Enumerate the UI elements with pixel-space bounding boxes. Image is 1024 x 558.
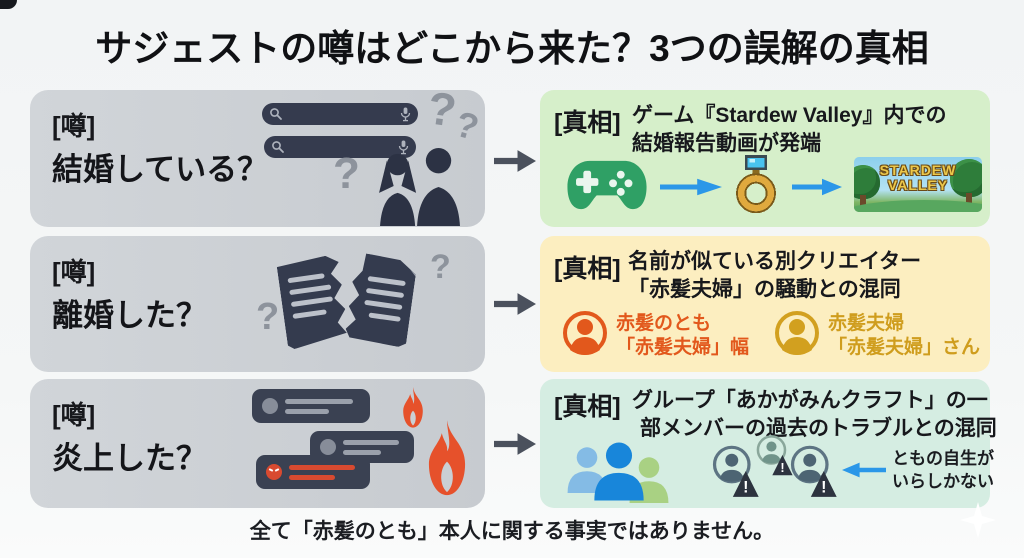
row-marriage: [噂] 結婚している？ [0,81,1024,227]
search-bar [262,103,418,125]
right-arrow-icon [494,150,536,172]
warning-avatar-icon: ! [756,435,793,476]
rumor-tag: [噂] [52,111,96,141]
svg-text:!: ! [780,461,784,475]
search-icon [270,108,282,120]
truth-text: 部メンバーの過去のトラブルとの混同 [640,417,997,440]
rumor-question: 離婚した？ [52,298,207,333]
corner-decoration [0,0,17,9]
note-text: ともの自生が いらしかない [892,449,994,491]
creator-avatar-icon [563,311,607,355]
rumor-tag: [噂] [52,400,96,430]
svg-text:!: ! [821,479,826,497]
truth-box-flame: [真相] グループ「あかがみんクラフト」の一 部メンバーの過去のトラブルとの混同… [540,379,997,508]
right-arrow-icon [494,433,536,455]
chat-bubble-icon [252,389,370,423]
rumor-box-flame: [噂] 炎上した？ [30,379,485,508]
angry-chat-bubble-icon [256,455,370,489]
microphone-icon [400,107,411,121]
creator-handle: 「赤髪夫婦」さん [828,337,981,358]
group-member-icon [594,442,644,501]
right-arrow-icon [660,178,722,196]
truth-box-divorce: [真相] 名前が似ている別クリエイター 「赤髪夫婦」の騒動との混同 赤髪のとも … [540,236,990,372]
couple-silhouette-icon [379,148,460,226]
search-bar [264,136,416,158]
rumor-question: 炎上した？ [52,441,207,476]
question-mark-icon: ? [333,149,360,198]
creator-name: 赤髪のとも [616,313,712,334]
stardew-valley-banner: STARDEW VALLEY [854,157,982,212]
svg-text:!: ! [743,479,748,497]
left-arrow-icon [842,462,886,478]
torn-document-icon [344,252,418,348]
truth-text: 結婚報告動画が発端 [632,132,821,155]
question-mark-icon: ? [424,81,460,137]
row-divorce: [噂] 離婚した？ ? ? [真相] 名前が似ている別クリエイター 「赤髪夫婦」… [0,236,1024,372]
page-title: サジェストの噂はどこから来た？3つの誤解の真相 [95,28,929,69]
truth-text: ゲーム『Stardew Valley』内での [632,104,947,127]
flame-icon [428,420,466,496]
torn-document-icon [276,254,350,350]
footer-disclaimer: 全て「赤髪のとも」本人に関する事実ではありません。 [249,520,775,543]
truth-box-marriage: [真相] ゲーム『Stardew Valley』内での 結婚報告動画が発端 [540,90,990,227]
hill [854,200,982,212]
truth-tag: [真相] [554,255,621,283]
truth-tag: [真相] [554,109,621,137]
warning-avatar-icon: ! [790,445,837,497]
tree-icon [950,159,982,197]
creator-handle: 「赤髪夫婦」幅 [616,337,750,358]
microphone-icon [398,140,409,154]
search-icon [272,141,284,153]
creator-name: 赤髪夫婦 [828,313,905,334]
rumor-box-divorce: [噂] 離婚した？ ? ? [30,236,485,372]
gamepad-icon [567,160,647,210]
right-arrow-icon [792,178,842,196]
question-mark-icon: ? [430,248,451,286]
truth-tag: [真相] [554,393,621,421]
truth-text: 「赤髪夫婦」の騒動との混同 [628,278,901,301]
rumor-question: 結婚している？ [52,152,269,187]
right-arrow-icon [494,293,536,315]
question-mark-icon: ? [450,102,484,149]
flame-icon [403,387,423,428]
creator-avatar-icon [775,311,819,355]
truth-text: グループ「あかがみんクラフト」の一 [632,389,988,412]
rumor-box-marriage: [噂] 結婚している？ [30,81,485,227]
tree-icon [854,165,880,199]
warning-avatar-icon: ! [712,445,759,497]
wedding-ring-icon [736,155,776,214]
row-flame: [噂] 炎上した？ [0,379,1024,508]
question-mark-icon: ? [256,296,280,338]
truth-text: 名前が似ている別クリエイター [628,250,922,273]
stardew-logo-text: STARDEW VALLEY [879,162,957,193]
rumor-tag: [噂] [52,257,96,287]
